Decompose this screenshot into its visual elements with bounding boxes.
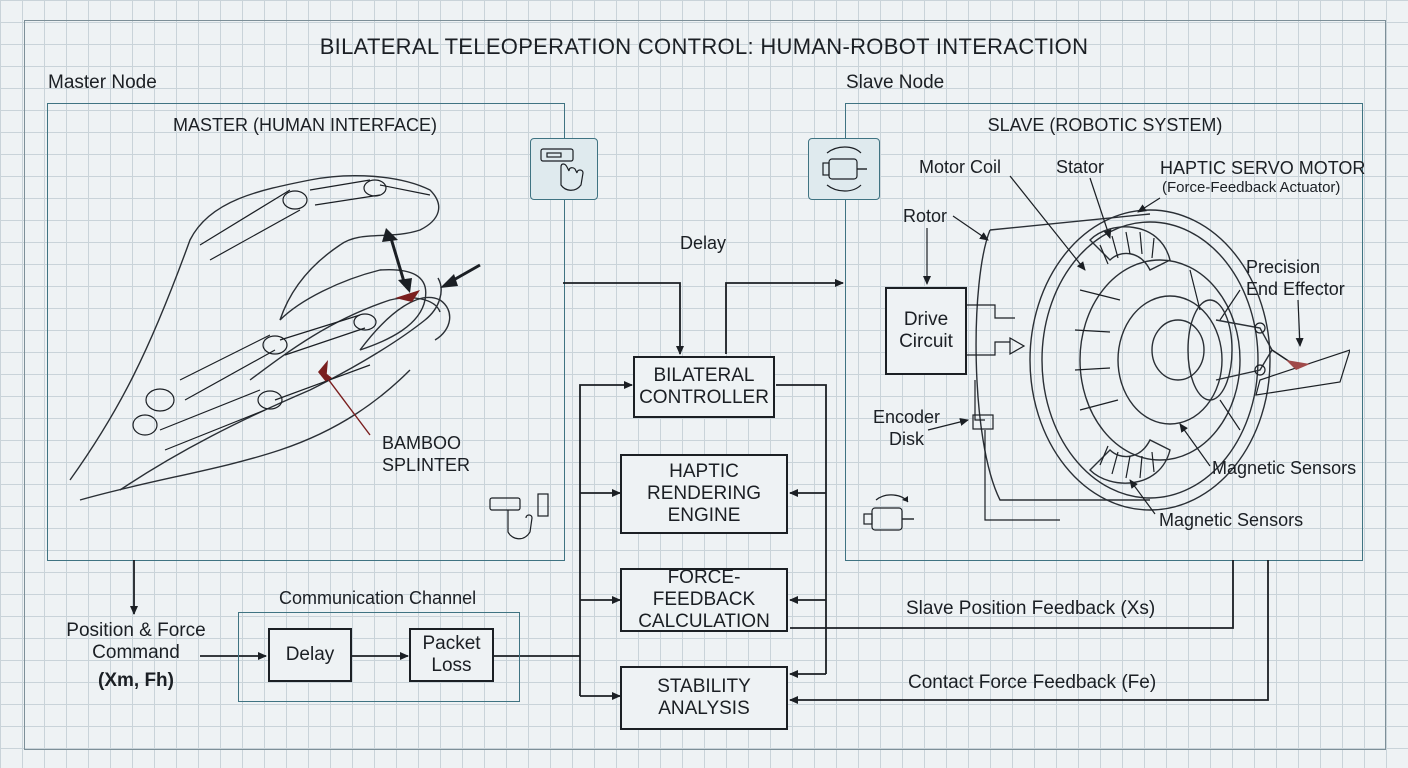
force-feedback-label: Contact Force Feedback (Fe) — [908, 672, 1157, 693]
packet-loss-block: Packet Loss — [409, 628, 494, 682]
touch-panel-glyph — [540, 148, 584, 191]
splinter-label: BAMBOO SPLINTER — [382, 433, 471, 475]
command-symbol: (Xm, Fh) — [98, 670, 174, 691]
stability-analysis-block: STABILITY ANALYSIS — [620, 666, 788, 730]
motor-coil-label: Motor Coil — [919, 157, 1002, 177]
motor-rotation-icon — [856, 486, 926, 546]
stator-label: Stator — [1056, 157, 1105, 177]
outer-frame — [24, 20, 1386, 750]
magnetic-sensors-label-1: Magnetic Sensors — [1212, 458, 1357, 478]
magnetic-sensors-label-2: Magnetic Sensors — [1159, 510, 1304, 530]
master-panel — [47, 103, 565, 561]
rotor-label: Rotor — [903, 206, 948, 226]
drive-circuit-block: Drive Circuit — [885, 287, 967, 375]
hand-press-icon — [484, 488, 556, 550]
motor-title-label: HAPTIC SERVO MOTOR — [1160, 158, 1366, 178]
top-delay-label: Delay — [680, 233, 727, 253]
slave-node-label: Slave Node — [846, 72, 945, 93]
command-label: Position & Force Command — [66, 620, 206, 663]
master-panel-title: MASTER (HUMAN INTERFACE) — [172, 115, 437, 135]
encoder-disk-label: Encoder Disk — [873, 407, 941, 449]
hand-illustration — [69, 175, 481, 501]
diagram-title: BILATERAL TELEOPERATION CONTROL: HUMAN-R… — [319, 34, 1089, 59]
haptic-rendering-block: HAPTIC RENDERING ENGINE — [620, 454, 788, 534]
slave-panel-title: SLAVE (ROBOTIC SYSTEM) — [987, 115, 1223, 135]
channel-delay-block: Delay — [268, 628, 352, 682]
position-feedback-label: Slave Position Feedback (Xs) — [906, 598, 1156, 619]
end-effector-label: Precision End Effector — [1246, 257, 1345, 299]
hand-press-glyph — [489, 493, 549, 540]
master-node-label: Master Node — [48, 72, 157, 93]
motor-cycle-glyph — [822, 146, 867, 192]
servo-motor-illustration — [975, 209, 1350, 511]
bilateral-controller-block: BILATERAL CONTROLLER — [633, 356, 775, 418]
force-feedback-block: FORCE-FEEDBACK CALCULATION — [620, 567, 788, 632]
touch-panel-icon[interactable] — [530, 138, 598, 200]
communication-channel-panel — [238, 612, 520, 702]
motor-subtitle-label: (Force-Feedback Actuator) — [1162, 179, 1341, 196]
motor-rotation-glyph — [863, 494, 914, 531]
motor-cycle-icon[interactable] — [808, 138, 880, 200]
communication-channel-title: Communication Channel — [279, 588, 477, 608]
slave-panel — [845, 103, 1363, 561]
